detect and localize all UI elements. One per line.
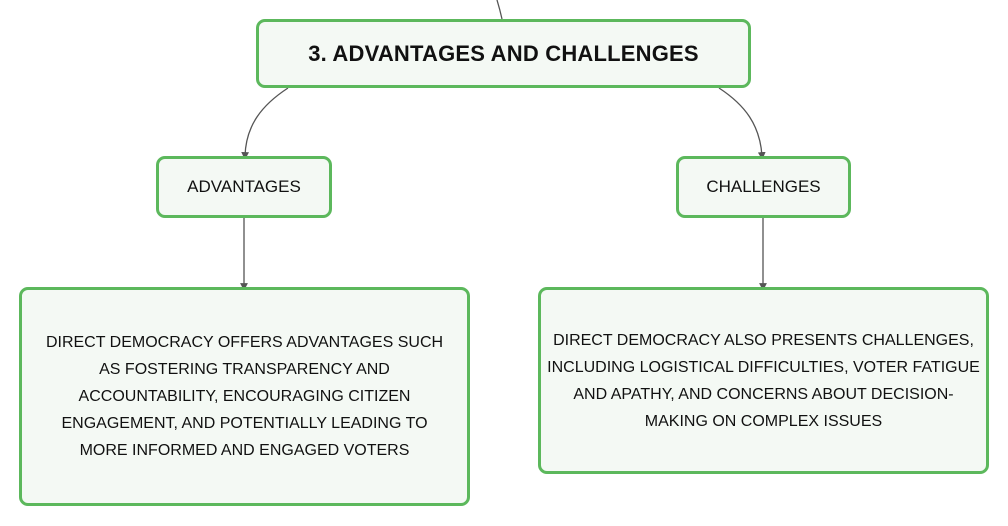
connector-root-to-challenges xyxy=(718,87,766,160)
challenges-node[interactable]: CHALLENGES xyxy=(676,156,851,218)
challenges-description-text: DIRECT DEMOCRACY ALSO PRESENTS CHALLENGE… xyxy=(547,331,980,430)
advantages-node[interactable]: ADVANTAGES xyxy=(156,156,332,218)
challenges-description-node[interactable]: DIRECT DEMOCRACY ALSO PRESENTS CHALLENGE… xyxy=(538,287,989,474)
challenges-node-label: CHALLENGES xyxy=(706,177,821,196)
advantages-node-label: ADVANTAGES xyxy=(187,177,301,196)
root-node-label: 3. ADVANTAGES AND CHALLENGES xyxy=(308,40,699,66)
connector-root-to-advantages xyxy=(241,87,289,160)
root-node[interactable]: 3. ADVANTAGES AND CHALLENGES xyxy=(256,19,751,88)
advantages-description-node[interactable]: DIRECT DEMOCRACY OFFERS ADVANTAGES SUCH … xyxy=(19,287,470,506)
advantages-description-text: DIRECT DEMOCRACY OFFERS ADVANTAGES SUCH … xyxy=(45,334,444,459)
incoming-connector xyxy=(496,0,503,20)
